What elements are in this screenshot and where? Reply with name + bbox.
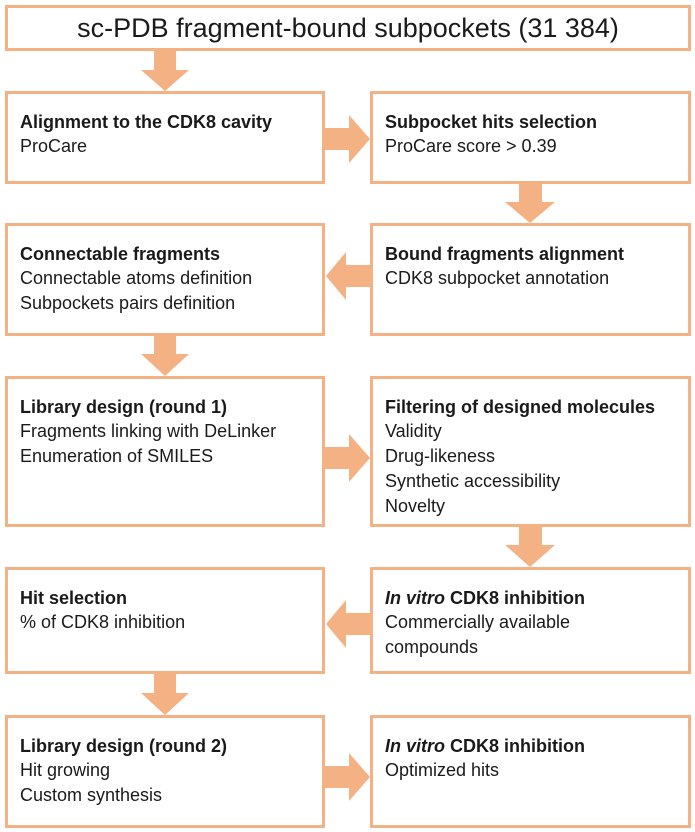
invitro2-title-rest: CDK8 inhibition bbox=[445, 736, 585, 756]
filtering-box: Filtering of designed molecules Validity… bbox=[370, 376, 691, 527]
connectable-title: Connectable fragments bbox=[20, 244, 221, 264]
filtering-line-2: Drug-likeness bbox=[385, 446, 496, 466]
filtering-line-3: Synthetic accessibility bbox=[385, 471, 561, 491]
invitro2-title: In vitro CDK8 inhibition bbox=[385, 734, 678, 758]
bound-alignment-title: Bound fragments alignment bbox=[385, 244, 625, 264]
hit-selection-title: Hit selection bbox=[20, 588, 128, 608]
hit-selection-box: Hit selection % of CDK8 inhibition bbox=[5, 567, 325, 674]
invitro2-title-italic: In vitro bbox=[385, 736, 446, 756]
arrow-hit-selection-to-library2 bbox=[141, 674, 189, 715]
arrow-subpocket-hits-to-bound-alignment bbox=[505, 184, 555, 223]
alignment-box: Alignment to the CDK8 cavity ProCare bbox=[5, 91, 325, 184]
invitro2-line-1: Optimized hits bbox=[385, 760, 500, 780]
alignment-line-1: ProCare bbox=[20, 136, 88, 156]
filtering-line-1: Validity bbox=[385, 421, 442, 441]
library1-line-2: Enumeration of SMILES bbox=[20, 446, 214, 466]
arrow-bound-alignment-to-connectable bbox=[326, 252, 370, 300]
invitro1-title-rest: CDK8 inhibition bbox=[445, 588, 585, 608]
library1-line-1: Fragments linking with DeLinker bbox=[20, 421, 277, 441]
connectable-line-2: Subpockets pairs definition bbox=[20, 293, 236, 313]
arrow-library2-to-invitro2 bbox=[325, 753, 370, 801]
library1-title: Library design (round 1) bbox=[20, 397, 228, 417]
filtering-line-4: Novelty bbox=[385, 496, 446, 516]
library2-title: Library design (round 2) bbox=[20, 736, 228, 756]
subpocket-hits-line-1: ProCare score > 0.39 bbox=[385, 136, 557, 156]
connectable-box: Connectable fragments Connectable atoms … bbox=[5, 223, 325, 336]
header-text: sc-PDB fragment-bound subpockets (31 384… bbox=[77, 12, 619, 43]
arrow-library1-to-filtering bbox=[325, 434, 370, 482]
header-box: sc-PDB fragment-bound subpockets (31 384… bbox=[5, 5, 691, 51]
bound-alignment-box: Bound fragments alignment CDK8 subpocket… bbox=[370, 223, 691, 336]
connectable-line-1: Connectable atoms definition bbox=[20, 268, 253, 288]
invitro1-line-2: compounds bbox=[385, 637, 479, 657]
invitro1-box: In vitro CDK8 inhibition Commercially av… bbox=[370, 567, 691, 674]
alignment-title: Alignment to the CDK8 cavity bbox=[20, 112, 273, 132]
invitro1-line-1: Commercially available bbox=[385, 612, 571, 632]
arrow-invitro1-to-hit-selection bbox=[326, 600, 370, 648]
library1-box: Library design (round 1) Fragments linki… bbox=[5, 376, 325, 527]
invitro1-title: In vitro CDK8 inhibition bbox=[385, 586, 678, 610]
arrow-filtering-to-invitro1 bbox=[505, 527, 555, 567]
subpocket-hits-box: Subpocket hits selection ProCare score >… bbox=[370, 91, 691, 184]
library2-line-1: Hit growing bbox=[20, 760, 111, 780]
library2-line-2: Custom synthesis bbox=[20, 785, 163, 805]
subpocket-hits-title: Subpocket hits selection bbox=[385, 112, 598, 132]
invitro1-title-italic: In vitro bbox=[385, 588, 446, 608]
library2-box: Library design (round 2) Hit growing Cus… bbox=[5, 715, 325, 828]
arrow-connectable-to-library1 bbox=[141, 336, 189, 376]
filtering-title: Filtering of designed molecules bbox=[385, 397, 656, 417]
arrow-alignment-to-subpocket-hits bbox=[325, 115, 370, 163]
bound-alignment-line-1: CDK8 subpocket annotation bbox=[385, 268, 610, 288]
hit-selection-line-1: % of CDK8 inhibition bbox=[20, 612, 186, 632]
invitro2-box: In vitro CDK8 inhibition Optimized hits bbox=[370, 715, 691, 828]
arrow-header-to-alignment bbox=[141, 51, 189, 91]
